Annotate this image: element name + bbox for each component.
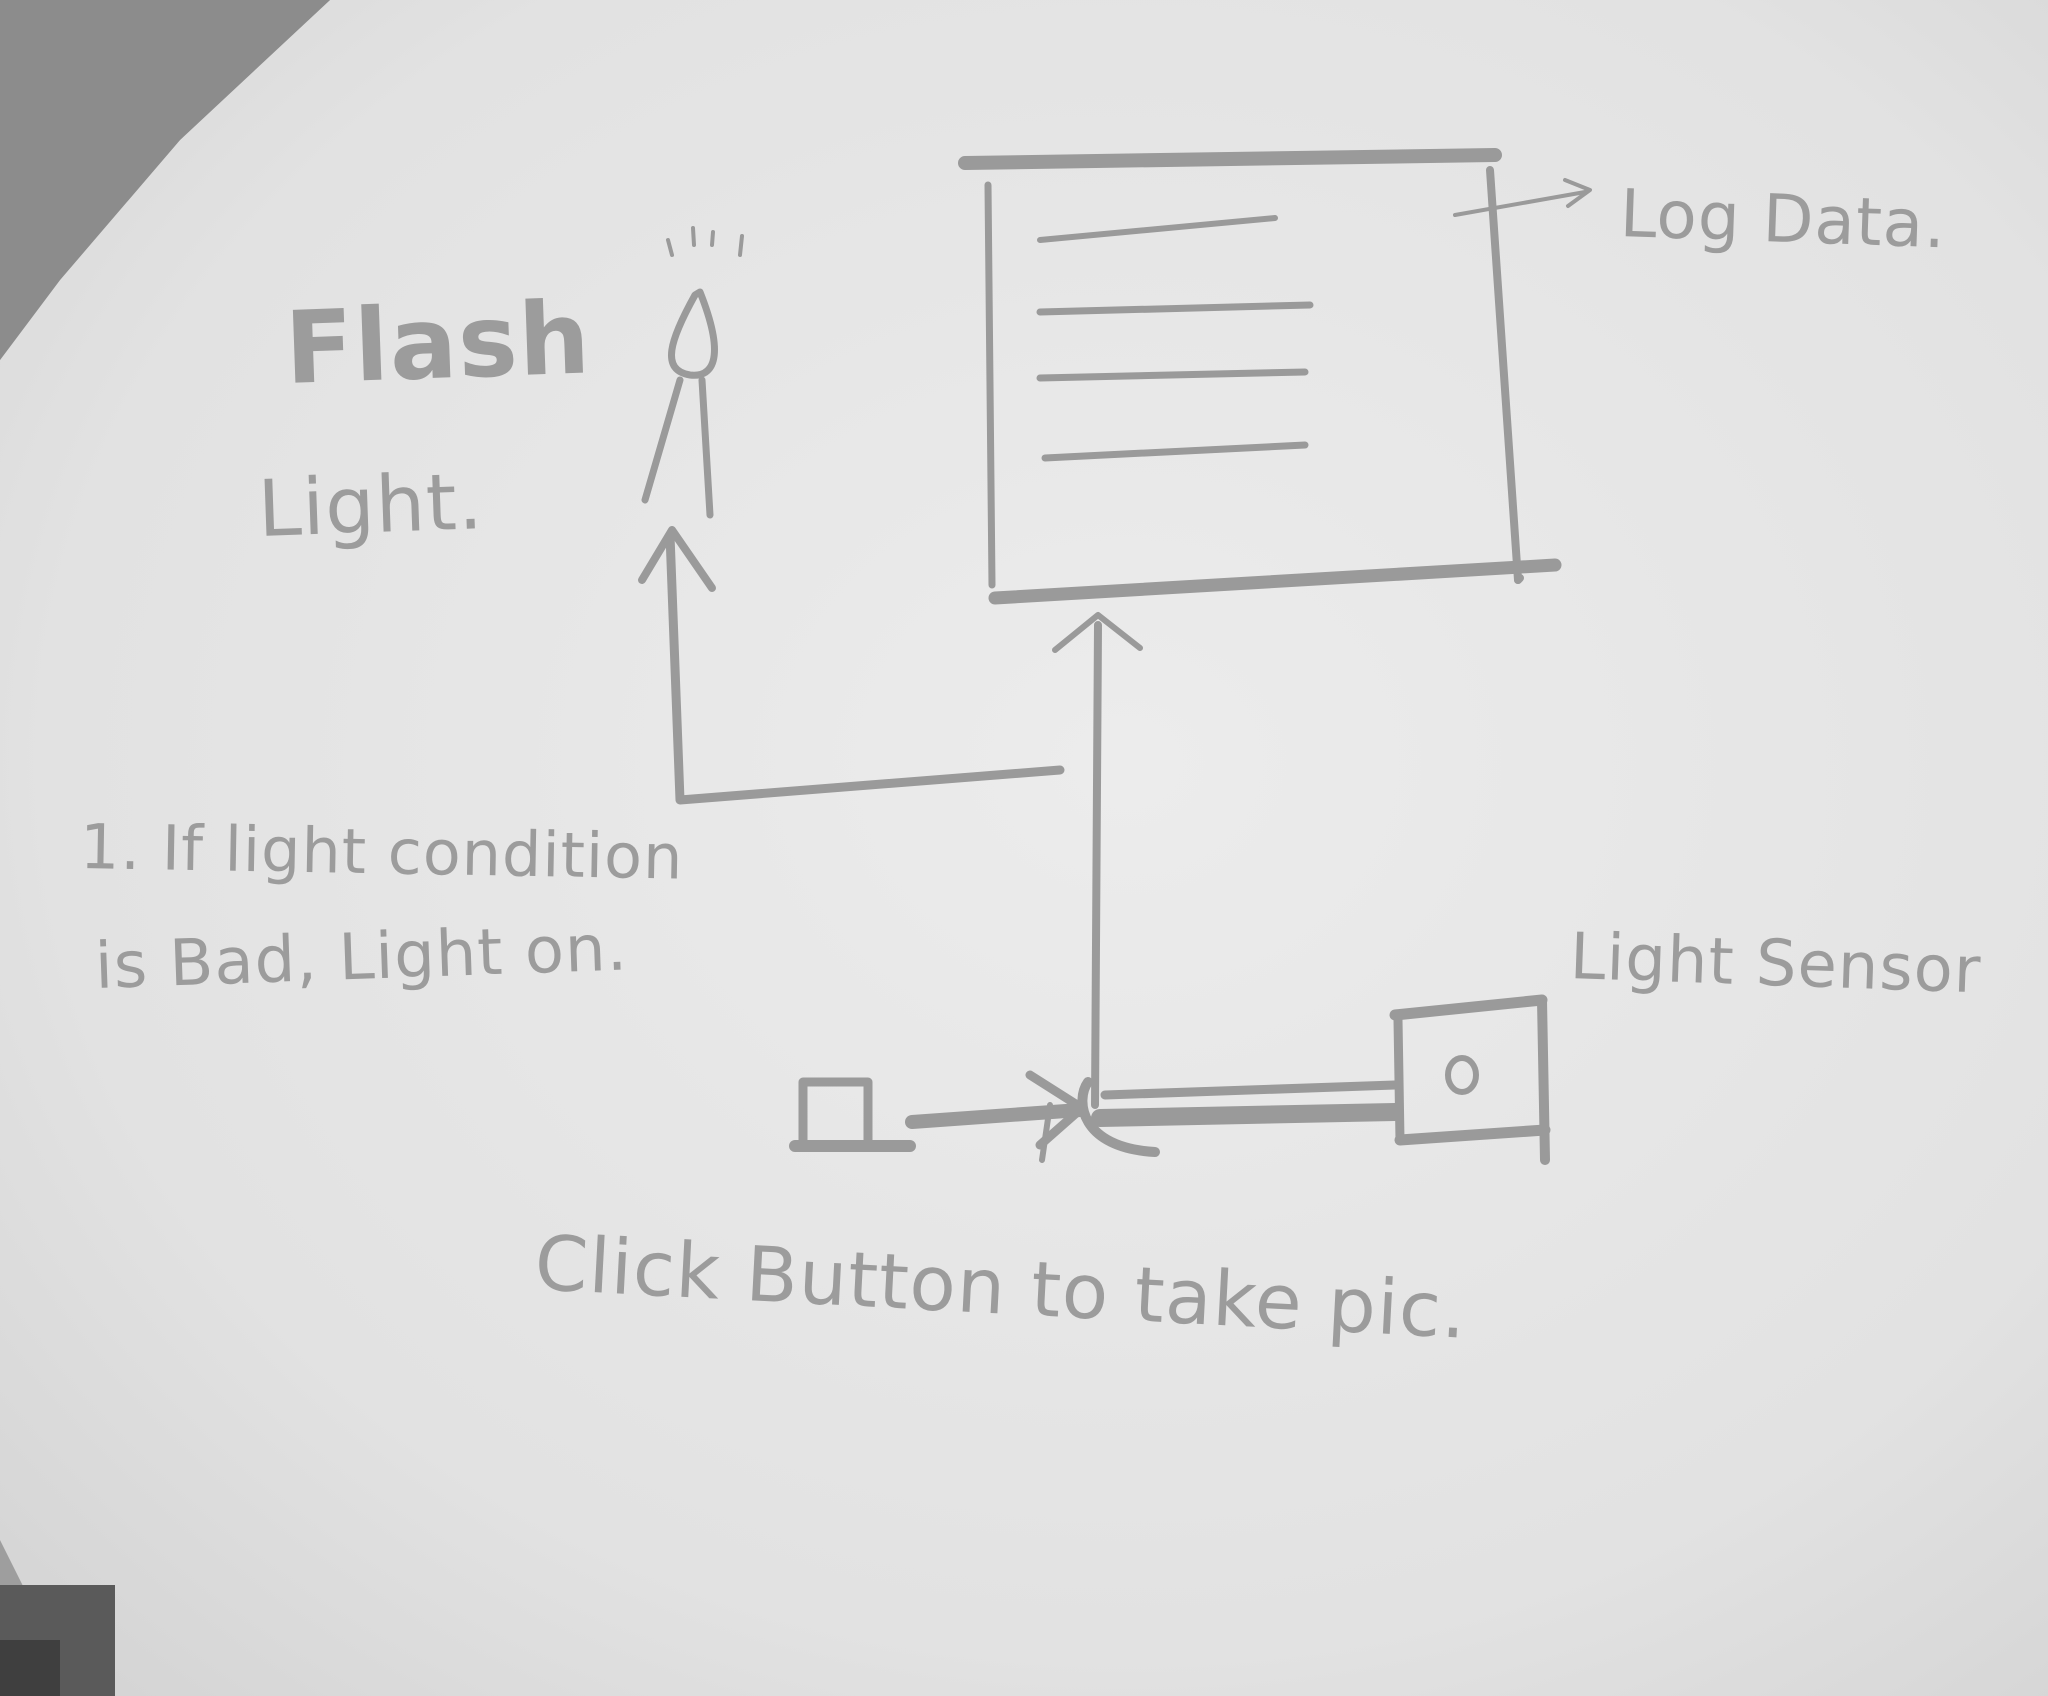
label-light: Light. <box>256 457 485 555</box>
light-sensor-icon <box>1389 994 1551 1165</box>
trunk-arrow <box>1052 612 1143 1109</box>
label-flash: Flash <box>282 279 593 407</box>
label-note-line1: 1. If light condition <box>79 810 685 894</box>
flashlight-icon <box>641 226 744 519</box>
log-data-arrow <box>1453 178 1592 217</box>
label-light-sensor: Light Sensor <box>1568 920 1983 1009</box>
log-window-icon <box>958 148 1562 605</box>
label-log-data: Log Data. <box>1618 175 1948 264</box>
sensor-connector <box>1091 1080 1404 1127</box>
button-icon <box>789 1077 916 1152</box>
flash-path-arrow <box>638 526 1065 805</box>
button-connector <box>905 1070 1160 1163</box>
